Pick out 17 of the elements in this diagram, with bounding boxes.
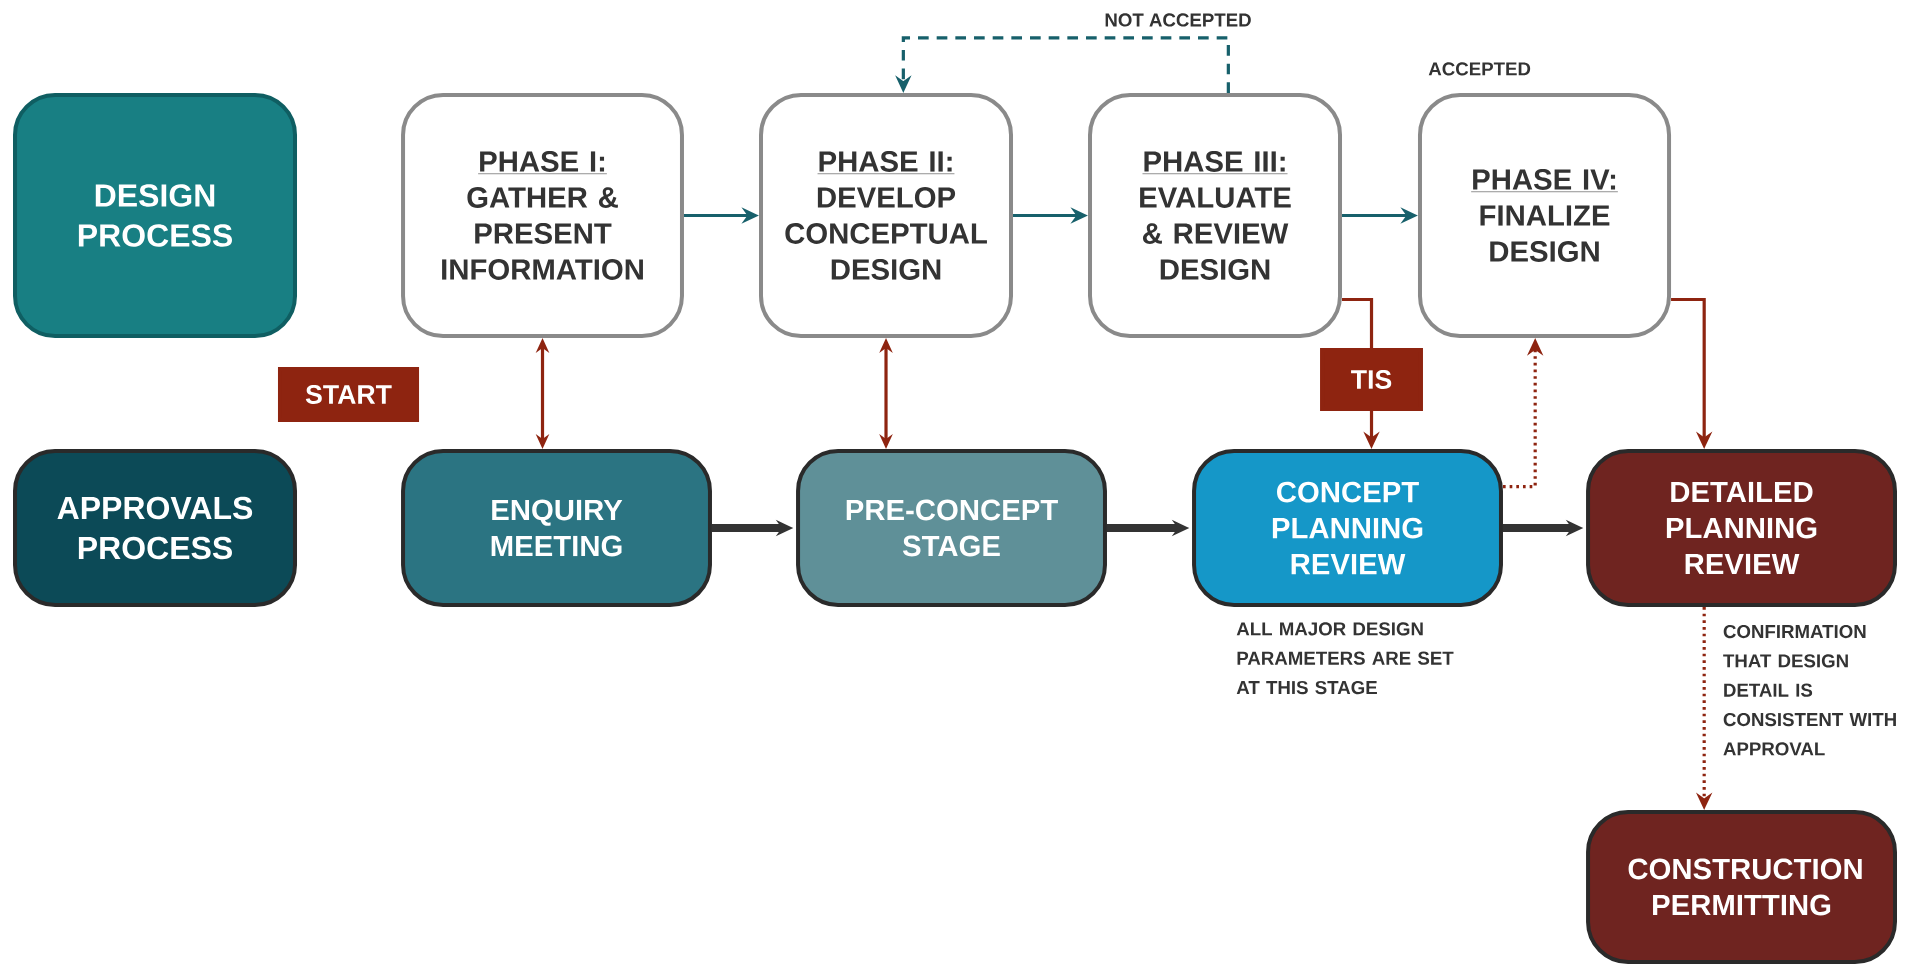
tag-box: TIS <box>1320 348 1423 411</box>
stage-box: CONSTRUCTION PERMITTING <box>1586 810 1897 964</box>
stage-box: CONCEPT PLANNING REVIEW <box>1192 449 1503 607</box>
note-text: ALL MAJOR DESIGN PARAMETERS ARE SET AT THIS STAGE <box>1236 622 1454 695</box>
note-text: ACCEPTED <box>1428 62 1531 76</box>
stage-box: DETAILED PLANNING REVIEW <box>1586 449 1897 607</box>
phase-box: PHASE I: GATHER & PRESENT INFORMATION <box>401 92 684 339</box>
process-box: APPROVALS PROCESS <box>13 449 297 607</box>
phase-box: PHASE II: DEVELOP CONCEPTUAL DESIGN <box>759 92 1013 339</box>
start-tag: START <box>277 367 420 422</box>
stage-box: PRE-CONCEPT STAGE <box>796 449 1107 607</box>
stage-box: ENQUIRY MEETING <box>401 449 712 607</box>
phase-box: PHASE III: EVALUATE & REVIEW DESIGN <box>1088 92 1342 339</box>
process-box: DESIGN PROCESS <box>13 92 297 339</box>
phase-box: PHASE IV: FINALIZE DESIGN <box>1418 92 1672 339</box>
edge-label: NOT ACCEPTED <box>1101 10 1255 30</box>
edge-label: CONFIRMATION THAT DESIGN DETAIL IS CONSISTENT WITH APPROVAL <box>1720 622 1901 759</box>
